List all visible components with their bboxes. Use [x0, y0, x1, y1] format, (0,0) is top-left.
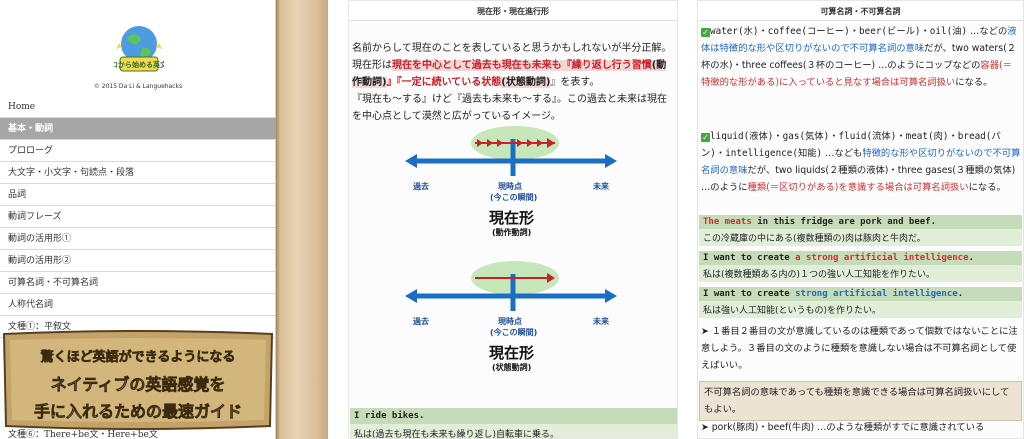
label-now: 現時点 — [498, 317, 522, 326]
article-title: 現在形・現在進行形 — [349, 1, 677, 21]
text-run: . — [968, 253, 974, 263]
label-future: 未来 — [593, 317, 609, 326]
menu-item-verb-phrase[interactable]: 動詞フレーズ — [0, 206, 276, 228]
red-emphasis: 種類(＝区切りがある)を意識する場合は可算名詞扱い — [747, 182, 969, 193]
article-body: 名前からして現在のことを表していると思うかもしれないが半分正解。現在形は現在を中… — [352, 40, 674, 125]
example-1: The meats in this fridge are pork and be… — [699, 215, 1022, 246]
emphasized-noun: strong artificial intelligence — [795, 289, 958, 299]
emphasized-noun: a strong artificial intelligence — [795, 253, 969, 263]
verb-type: (動作動詞) — [492, 228, 532, 237]
example-japanese: 私は(過去も現在も未来も繰り返し)自転車に乗る。 — [350, 424, 677, 438]
countable-nouns-article: 可算名詞・不可算名詞 ✓water(水)・coffee(コーヒー)・beer(ビ… — [697, 0, 1024, 439]
state-arrowhead-icon — [547, 273, 555, 283]
banner-line-3: 手に入れるための最速ガイド — [33, 402, 243, 422]
timeline-diagram-action: 過去 現時点 (今この瞬間) 未来 現在形 (動作動詞) — [349, 121, 677, 241]
label-now: 現時点 — [498, 182, 522, 191]
check-icon: ✓ — [701, 28, 710, 37]
label-past: 過去 — [413, 182, 429, 191]
red-emphasis: 容器(＝特徴的な形がある)に入っていると見なす場合は可算名詞扱い — [701, 60, 1012, 88]
label-future: 未来 — [593, 182, 609, 191]
banner-line-1: 驚くほど英語ができるようになる — [40, 350, 236, 366]
text-run: I want to create — [703, 253, 796, 263]
menu-item-countable-nouns[interactable]: 可算名詞・不可算名詞 — [0, 272, 276, 294]
text-run: だが、two waters(２杯の水)・three coffees(３杯のコーヒ… — [701, 43, 1016, 71]
example-japanese: 私は(複数種類ある内の)１つの強い人工知能を作りたい。 — [699, 265, 1022, 282]
scroll-banner-shape — [2, 330, 274, 430]
example-3: I want to create strong artificial intel… — [699, 287, 1022, 318]
present-tense-article: 現在形・現在進行形 名前からして現在のことを表していると思うかもしれないが半分正… — [348, 0, 678, 439]
app-logo-globe-icon: ゼロから始める英文法 — [114, 26, 164, 72]
future-arrow-icon — [605, 154, 617, 168]
paragraph-2: 『現在も～する』けど『過去も未来も～する』。この過去と未来は現在を中心点として漠… — [352, 94, 667, 122]
article-title: 可算名詞・不可算名詞 — [698, 1, 1023, 21]
logo-text: ゼロから始める英文法 — [114, 60, 164, 69]
example-english: I want to create a strong artificial int… — [699, 251, 1022, 265]
example-japanese: この冷蔵庫の中にある(複数種類の)肉は豚肉と牛肉だ。 — [699, 229, 1022, 246]
highlight-state: 』『一定に続いている状態 — [386, 77, 502, 88]
app-header: ゼロから始める英文法 © 2015 Da Li & Languehacks — [0, 0, 276, 98]
past-arrow-icon — [405, 289, 417, 303]
navigation-screen: ゼロから始める英文法 © 2015 Da Li & Languehacks Ho… — [0, 0, 328, 439]
menu-item-prologue[interactable]: プロローグ — [0, 140, 276, 162]
past-arrow-icon — [405, 154, 417, 168]
wood-background — [276, 0, 328, 439]
text-run: になる。 — [968, 182, 1006, 193]
tense-name: 現在形 — [489, 209, 535, 227]
example-japanese: 私は強い人工知能(というもの)を作りたい。 — [699, 301, 1022, 318]
menu-item-verb-forms-1[interactable]: 動詞の活用形① — [0, 228, 276, 250]
timeline-diagram-state: 過去 現時点 (今この瞬間) 未来 現在形 (状態動詞) — [349, 256, 677, 376]
text-run: になる。 — [955, 77, 993, 88]
highlight-state-verb: (状態動詞) — [501, 77, 551, 88]
menu-item-sentence-type-6[interactable]: 文種⑥：There+be文・Here+be文 — [8, 430, 158, 439]
repeat-arrowheads — [477, 138, 555, 148]
menu-item-verb-forms-2[interactable]: 動詞の活用形② — [0, 250, 276, 272]
last-line: ➤ pork(豚肉)・beef(牛肉) …のような種類がすでに意識されている — [701, 422, 985, 433]
label-past: 過去 — [413, 317, 429, 326]
menu-item-home[interactable]: Home — [0, 96, 276, 118]
text-run: 』を表す。 — [550, 77, 600, 88]
promo-banner[interactable]: 驚くほど英語ができるようになる ネイティブの英語感覚を 手に入れるための最速ガイ… — [0, 330, 276, 430]
arrow-note: ➤ １番目２番目の文が意識しているのは種類であって個数ではないことに注意しよう。… — [701, 326, 1018, 371]
tense-name: 現在形 — [489, 344, 535, 362]
check-icon: ✓ — [701, 133, 710, 142]
text-run: . — [957, 289, 964, 299]
emphasized-noun: The meats — [703, 217, 752, 227]
menu-item-parts-of-speech[interactable]: 品詞 — [0, 184, 276, 206]
noun-list: water(水)・coffee(コーヒー)・beer(ビール)・oil(油) — [710, 26, 968, 37]
text-run: in this fridge are pork and beef. — [751, 217, 937, 227]
example-english: I ride bikes. — [350, 408, 677, 424]
verb-type: (状態動詞) — [492, 363, 532, 372]
label-now-sub: (今この瞬間) — [490, 328, 538, 337]
text-run: 名前からして現在のことを表していると思うかもしれないが半分正解。現在形は — [352, 43, 672, 71]
side-menu: ゼロから始める英文法 © 2015 Da Li & Languehacks Ho… — [0, 0, 276, 439]
timeline-graphic — [405, 126, 617, 176]
example-box: I ride bikes. 私は(過去も現在も未来も繰り返し)自転車に乗る。 — [350, 408, 677, 438]
menu-section-basics[interactable]: 基本・動詞 — [0, 118, 276, 140]
text-run: …なども — [822, 148, 863, 159]
blue-emphasis: 特徴的な形や区切りがないので不可算名詞の意味 — [701, 148, 1021, 176]
future-arrow-icon — [605, 289, 617, 303]
explanation-block-2: ✓liquid(液体)・gas(気体)・fluid(流体)・meat(肉)・br… — [701, 128, 1021, 196]
timeline-graphic — [405, 261, 617, 311]
example-english: I want to create strong artificial intel… — [699, 287, 1022, 301]
menu-item-capitalization[interactable]: 大文字・小文字・句読点・段落 — [0, 162, 276, 184]
example-2: I want to create a strong artificial int… — [699, 251, 1022, 282]
explanation-block-1: ✓water(水)・coffee(コーヒー)・beer(ビール)・oil(油) … — [701, 23, 1021, 91]
highlight-habit: 現在を中心として過去も現在も未来も『繰り返し行う習慣 — [392, 60, 652, 71]
text-run: だが、two liquids(２種類の液体)・three gases(３種類の気… — [701, 165, 1016, 193]
paragraph-1: 名前からして現在のことを表していると思うかもしれないが半分正解。現在形は現在を中… — [352, 40, 674, 91]
noun-list: liquid(液体)・gas(気体)・fluid(流体)・meat(肉)・bre… — [701, 131, 1001, 159]
menu-item-personal-pronouns[interactable]: 人称代名詞 — [0, 294, 276, 316]
banner-line-2: ネイティブの英語感覚を — [50, 375, 226, 395]
text-run: …などの — [967, 26, 1008, 37]
text-run: I want to create — [703, 289, 796, 299]
copyright-text: © 2015 Da Li & Languehacks — [93, 83, 183, 90]
note-box: 不可算名詞の意味であっても種類を意識できる場合は可算名詞扱いにしてもよい。 — [699, 381, 1022, 421]
label-now-sub: (今この瞬間) — [490, 193, 538, 202]
blue-emphasis: 液体は特徴的な形や区切りがないので不可算名詞の意味 — [701, 26, 1017, 54]
example-english: The meats in this fridge are pork and be… — [699, 215, 1022, 229]
